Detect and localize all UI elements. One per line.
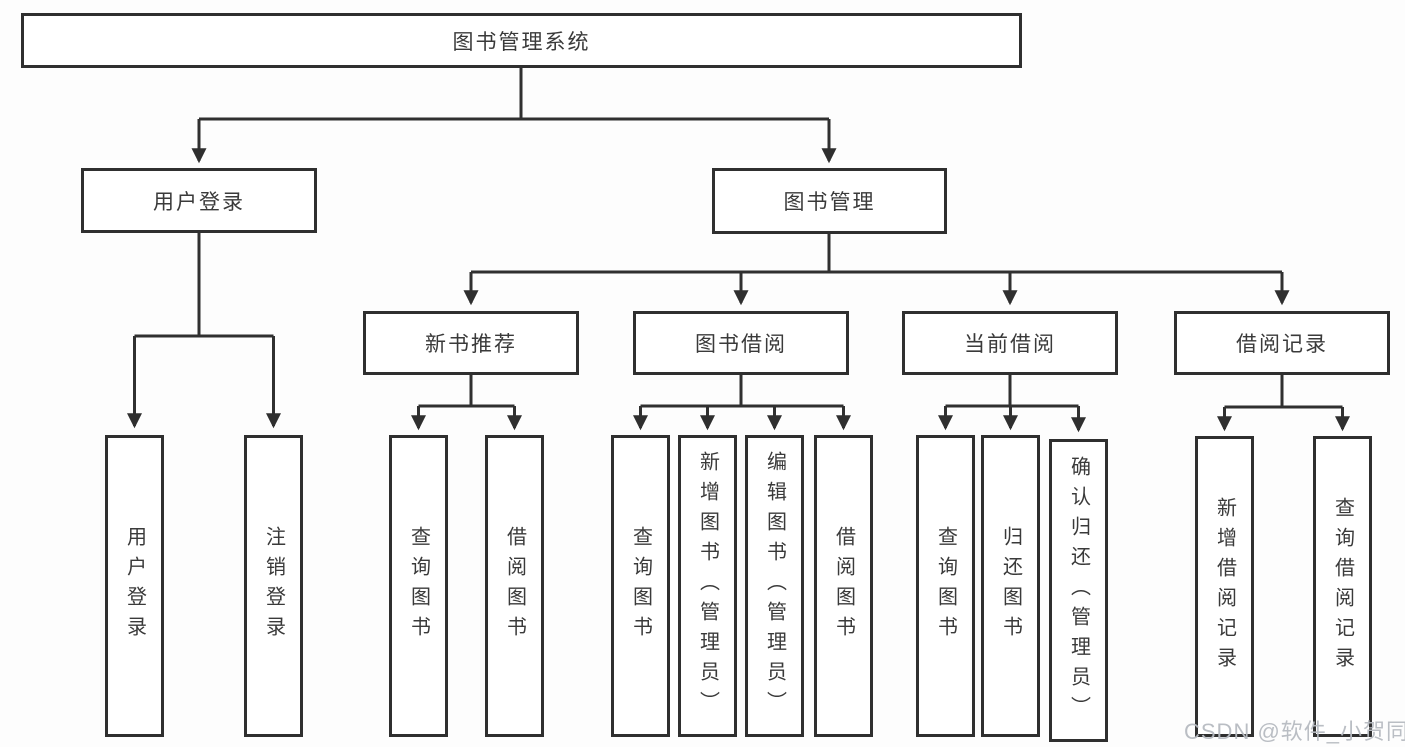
- node-user-login-label: 用户登录: [153, 190, 245, 214]
- leaf-user-login-label: 用户登录: [123, 526, 146, 646]
- node-root: 图书管理系统: [21, 13, 1022, 68]
- leaf-add-borrow-record-label: 新增借阅记录: [1213, 496, 1236, 677]
- leaf-add-book-admin-label: 新增图书（管理员）: [696, 451, 719, 721]
- leaf-recommend-query-book: 查询图书: [389, 435, 448, 737]
- leaf-return-book: 归还图书: [981, 435, 1040, 737]
- leaf-query-borrow-record-label: 查询借阅记录: [1331, 496, 1354, 677]
- leaf-user-login: 用户登录: [105, 435, 164, 737]
- node-user-login: 用户登录: [81, 168, 317, 233]
- node-new-book-recommend: 新书推荐: [363, 311, 579, 375]
- node-root-label: 图书管理系统: [452, 30, 591, 54]
- node-book-management-label: 图书管理: [783, 191, 876, 214]
- node-book-management: 图书管理: [712, 168, 947, 234]
- node-current-borrow-label: 当前借阅: [964, 333, 1056, 356]
- leaf-edit-book-admin-label: 编辑图书（管理员）: [763, 451, 786, 721]
- leaf-query-borrow-record: 查询借阅记录: [1313, 436, 1372, 737]
- node-borrow-record: 借阅记录: [1174, 311, 1390, 375]
- leaf-current-query-book-label: 查询图书: [934, 526, 957, 646]
- leaf-borrow-query-book: 查询图书: [611, 435, 670, 737]
- leaf-confirm-return-admin-label: 确认归还（管理员）: [1067, 455, 1090, 726]
- node-book-borrow-label: 图书借阅: [695, 333, 787, 356]
- csdn-watermark: CSDN @软件_小贺同学: [1184, 719, 1405, 744]
- leaf-recommend-borrow-book-label: 借阅图书: [503, 526, 526, 646]
- leaf-add-book-admin: 新增图书（管理员）: [678, 435, 737, 737]
- leaf-recommend-query-book-label: 查询图书: [407, 526, 430, 646]
- leaf-confirm-return-admin: 确认归还（管理员）: [1049, 439, 1108, 742]
- leaf-recommend-borrow-book: 借阅图书: [485, 435, 544, 737]
- node-borrow-record-label: 借阅记录: [1236, 333, 1328, 356]
- node-new-book-recommend-label: 新书推荐: [425, 333, 517, 356]
- leaf-return-book-label: 归还图书: [999, 526, 1022, 646]
- leaf-borrow-book: 借阅图书: [814, 435, 873, 737]
- leaf-logout-label: 注销登录: [262, 526, 285, 646]
- leaf-borrow-book-label: 借阅图书: [832, 526, 855, 646]
- node-book-borrow: 图书借阅: [633, 311, 849, 375]
- leaf-add-borrow-record: 新增借阅记录: [1195, 436, 1254, 737]
- leaf-logout: 注销登录: [244, 435, 303, 737]
- leaf-borrow-query-book-label: 查询图书: [629, 526, 652, 646]
- leaf-edit-book-admin: 编辑图书（管理员）: [745, 435, 804, 737]
- leaf-current-query-book: 查询图书: [916, 435, 975, 737]
- node-current-borrow: 当前借阅: [902, 311, 1118, 375]
